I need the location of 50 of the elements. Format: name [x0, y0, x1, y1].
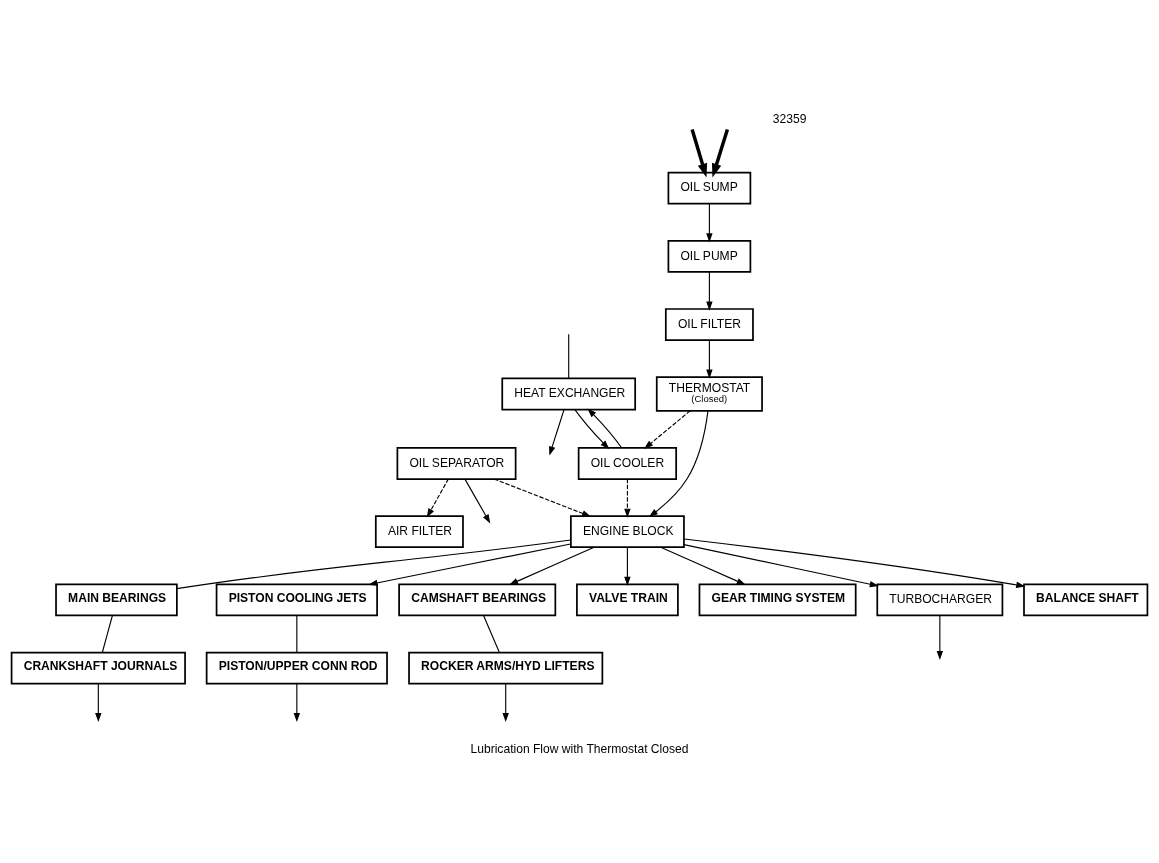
node-box: TURBOCHARGER	[876, 582, 1004, 616]
node-box: ROCKER ARMS/HYD LIFTERS	[408, 651, 604, 684]
node-box: OIL SEPARATOR	[396, 446, 517, 480]
arrow	[502, 682, 509, 722]
arrow	[624, 546, 631, 586]
arrow	[711, 128, 730, 178]
node-box: THERMOSTAT (Closed)	[655, 375, 763, 412]
arrow	[706, 339, 713, 379]
connector	[296, 614, 298, 653]
node-box: CRANKSHAFT JOURNALS	[10, 651, 186, 684]
node-box: CAMSHAFT BEARINGS	[398, 582, 557, 616]
node-box: BALANCE SHAFT	[1023, 582, 1149, 616]
connector	[568, 333, 570, 379]
arrow	[683, 537, 1026, 588]
arrow	[549, 408, 565, 456]
arrow	[624, 478, 631, 518]
arrow	[587, 407, 623, 449]
node-box: OIL FILTER	[664, 307, 754, 341]
arrow	[493, 478, 592, 517]
arrow	[936, 614, 944, 660]
node-box: OIL COOLER	[577, 446, 678, 480]
node-box: ENGINE BLOCK	[570, 514, 685, 548]
arrow	[464, 478, 491, 523]
arrow	[683, 543, 879, 587]
arrow	[644, 409, 691, 449]
connector	[483, 614, 500, 653]
arrow	[706, 202, 713, 242]
node-box: OIL SUMP	[667, 171, 752, 205]
arrow	[508, 546, 595, 585]
arrow	[660, 546, 746, 585]
node-box: OIL PUMP	[667, 239, 752, 273]
arrow	[648, 409, 709, 517]
node-box: VALVE TRAIN	[576, 582, 679, 616]
connector	[101, 614, 113, 653]
arrow	[574, 408, 610, 449]
arrow	[95, 682, 102, 722]
connector	[176, 538, 572, 589]
arrow	[706, 270, 713, 311]
label: 32359	[772, 111, 807, 126]
node-box: HEAT EXCHANGER	[501, 377, 637, 410]
arrow	[690, 128, 708, 178]
arrow	[426, 478, 449, 518]
caption: Lubrication Flow with Thermostat Closed	[470, 741, 689, 756]
node-box: MAIN BEARINGS	[55, 582, 178, 616]
arrow	[368, 542, 572, 586]
node-box: PISTON COOLING JETS	[215, 582, 378, 616]
node-box: PISTON/UPPER CONN ROD	[205, 651, 388, 684]
arrow	[293, 682, 301, 722]
node-box: AIR FILTER	[374, 514, 464, 548]
node-box: GEAR TIMING SYSTEM	[698, 582, 857, 616]
